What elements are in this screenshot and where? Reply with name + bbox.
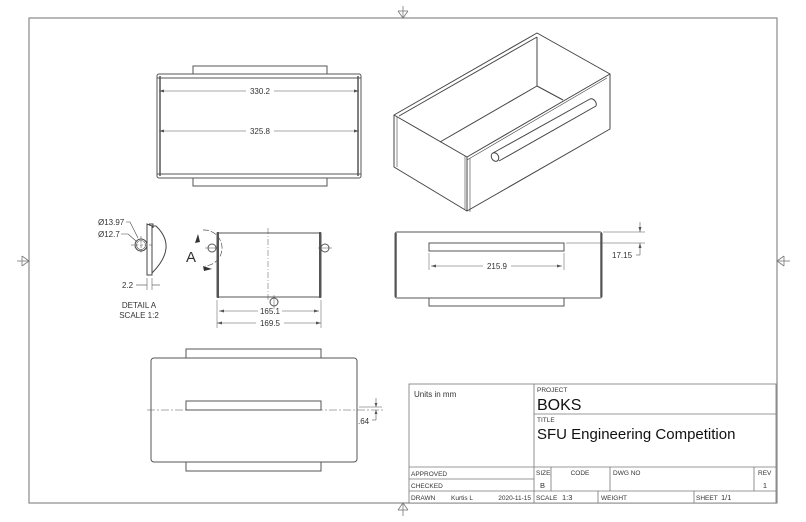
units-note: Units in mm (414, 390, 457, 399)
detail-callout-letter: A (186, 249, 196, 266)
approved-label: APPROVED (411, 471, 447, 478)
size-value: B (540, 481, 545, 490)
drawn-date: 2020-11-15 (498, 495, 531, 502)
dim-outer-diameter: Ø13.97 (98, 218, 125, 227)
dim-top-outer-width: 330.2 (250, 87, 271, 96)
project-label: PROJECT (537, 387, 567, 394)
rev-label: REV (758, 470, 772, 477)
centering-marker-top (397, 6, 409, 19)
side-view (195, 228, 332, 328)
front-view (394, 222, 645, 307)
scale-value: 1:3 (562, 493, 572, 502)
top-view (156, 65, 362, 187)
centering-marker-bottom (397, 502, 409, 516)
sheet-label: SHEET (696, 495, 718, 502)
size-label: SIZE (536, 470, 551, 477)
dim-handle-length: 215.9 (487, 262, 508, 271)
dim-side-outer-depth: 169.5 (260, 319, 281, 328)
drawing-title: SFU Engineering Competition (537, 426, 735, 443)
detail-a-view (121, 221, 167, 290)
project-name: BOKS (537, 397, 581, 414)
dim-top-inner-width: 325.8 (250, 127, 271, 136)
dim-inner-diameter: Ø12.7 (98, 230, 120, 239)
checked-label: CHECKED (411, 483, 443, 490)
sheet-value: 1/1 (721, 493, 731, 502)
weight-label: WEIGHT (601, 495, 627, 502)
dim-handle-offset: 17.15 (612, 251, 633, 260)
title-block (408, 383, 777, 504)
bottom-view (147, 348, 385, 472)
dim-side-inner-depth: 165.1 (260, 307, 281, 316)
dim-wall-thickness: 2.2 (122, 281, 134, 290)
centering-marker-left (17, 255, 30, 267)
title-label: TITLE (537, 417, 555, 424)
rev-value: 1 (763, 481, 767, 490)
centering-marker-right (776, 255, 790, 267)
dwg-no-label: DWG NO (613, 470, 640, 477)
scale-label: SCALE (536, 495, 558, 502)
isometric-view (393, 32, 611, 212)
drawn-by: Kurtis L (451, 495, 473, 502)
drawn-label: DRAWN (411, 495, 436, 502)
code-label: CODE (571, 470, 590, 477)
detail-a-scale: SCALE 1:2 (119, 311, 159, 320)
dim-bottom-offset: .64 (358, 417, 370, 426)
detail-a-label: DETAIL A (122, 301, 157, 310)
